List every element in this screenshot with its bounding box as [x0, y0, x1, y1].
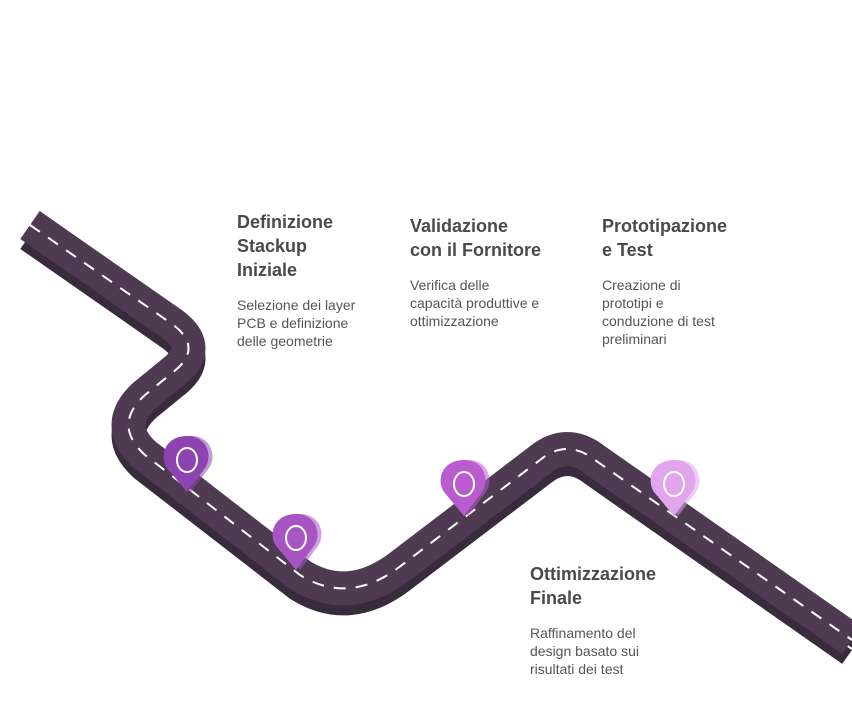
step-definizione-stackup: Definizione Stackup Iniziale Selezione d…: [237, 210, 387, 350]
location-pin-icon: [650, 460, 700, 516]
step-title: Validazione con il Fornitore: [410, 216, 542, 260]
step-description: Creazione di prototipi e conduzione di t…: [602, 277, 715, 347]
road-center-dashes: [29, 224, 852, 641]
step-ottimizzazione-finale: Ottimizzazione Finale Raffinamento del d…: [530, 562, 690, 678]
step-description: Verifica delle capacità produttive e ott…: [410, 277, 540, 329]
step-title: Ottimizzazione Finale: [530, 564, 657, 608]
location-pin-icon: [272, 514, 322, 570]
step-title: Prototipazione e Test: [602, 216, 727, 260]
step-prototipazione-test: Prototipazione e Test Creazione di proto…: [602, 214, 752, 348]
step-description: Raffinamento del design basato sui risul…: [530, 625, 639, 677]
location-pin-icon: [440, 460, 490, 516]
step-description: Selezione dei layer PCB e definizione de…: [237, 297, 356, 349]
step-title: Definizione Stackup Iniziale: [237, 212, 334, 280]
step-validazione-fornitore: Validazione con il Fornitore Verifica de…: [410, 214, 580, 330]
location-pin-icon: [163, 436, 213, 492]
